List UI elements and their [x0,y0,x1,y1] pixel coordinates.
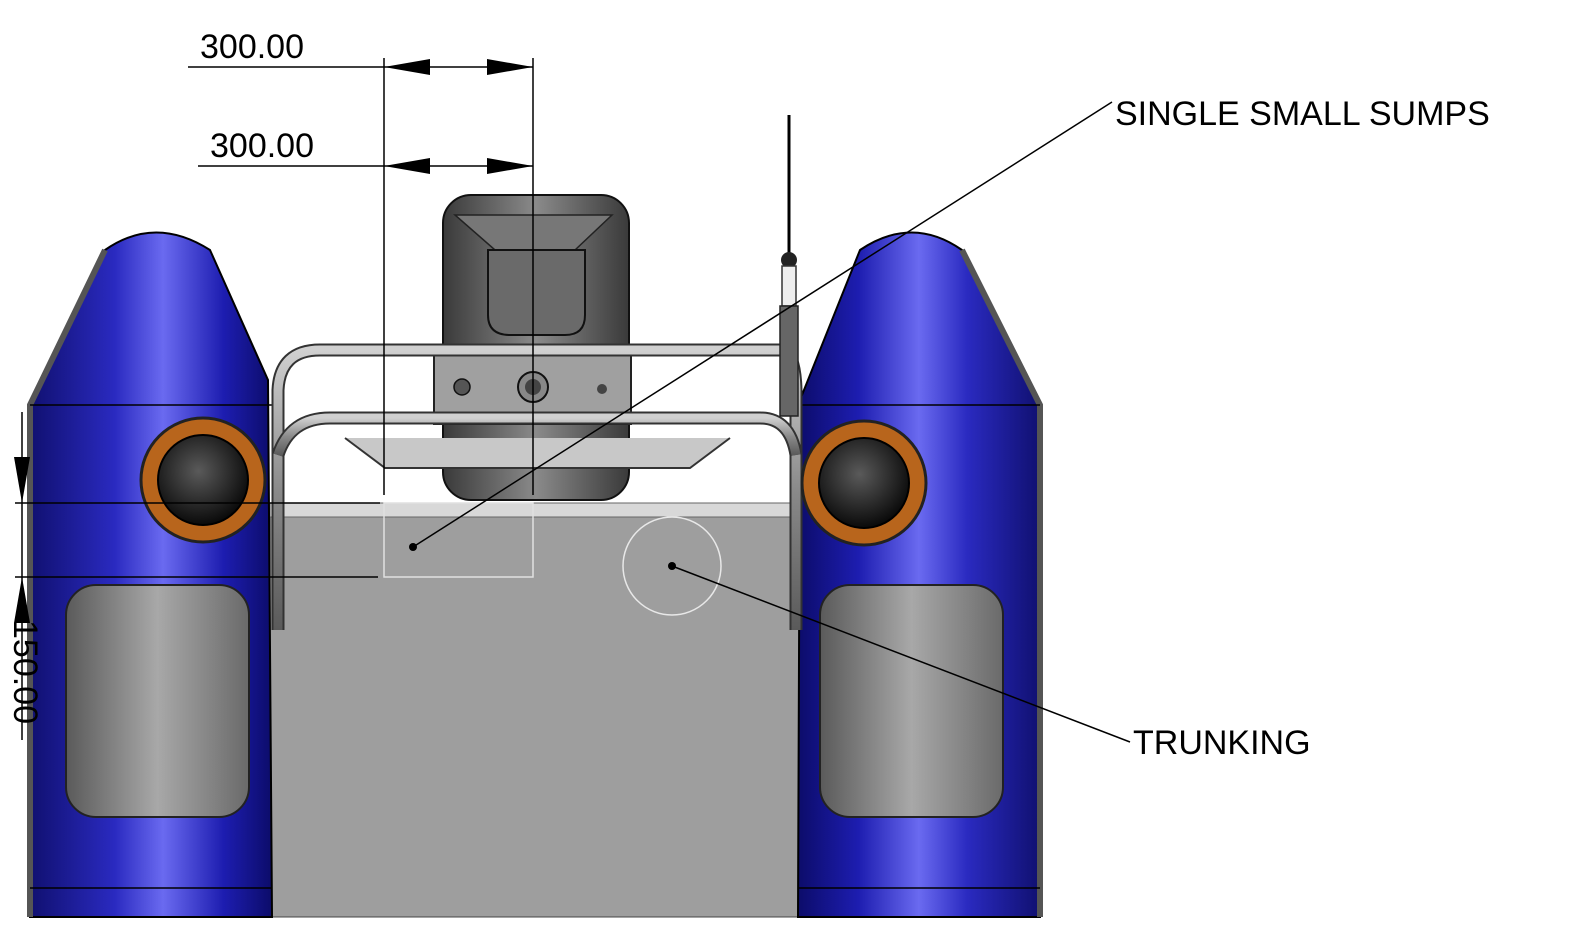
handrails [271,343,803,630]
trunking-label: TRUNKING [1133,724,1311,762]
center-deck [269,502,801,918]
dimension-vertical-height-text: 150.00 [6,620,44,724]
antenna [779,115,799,417]
sumps-label: SINGLE SMALL SUMPS [1115,95,1490,133]
dimension-second-width-text: 300.00 [210,127,314,165]
trunking-leader [668,562,1131,743]
dimension-top-width [188,58,534,495]
dimension-second-width [198,158,533,174]
dimension-top-width-text: 300.00 [200,28,304,66]
left-hull [27,231,274,918]
right-hull [796,231,1043,918]
trunking-outline [622,516,722,616]
right-thruster [800,419,928,547]
sumps-leader [409,101,1113,551]
sump-outline [383,502,534,578]
dimension-vertical-height [14,412,380,740]
left-thruster [139,416,267,544]
